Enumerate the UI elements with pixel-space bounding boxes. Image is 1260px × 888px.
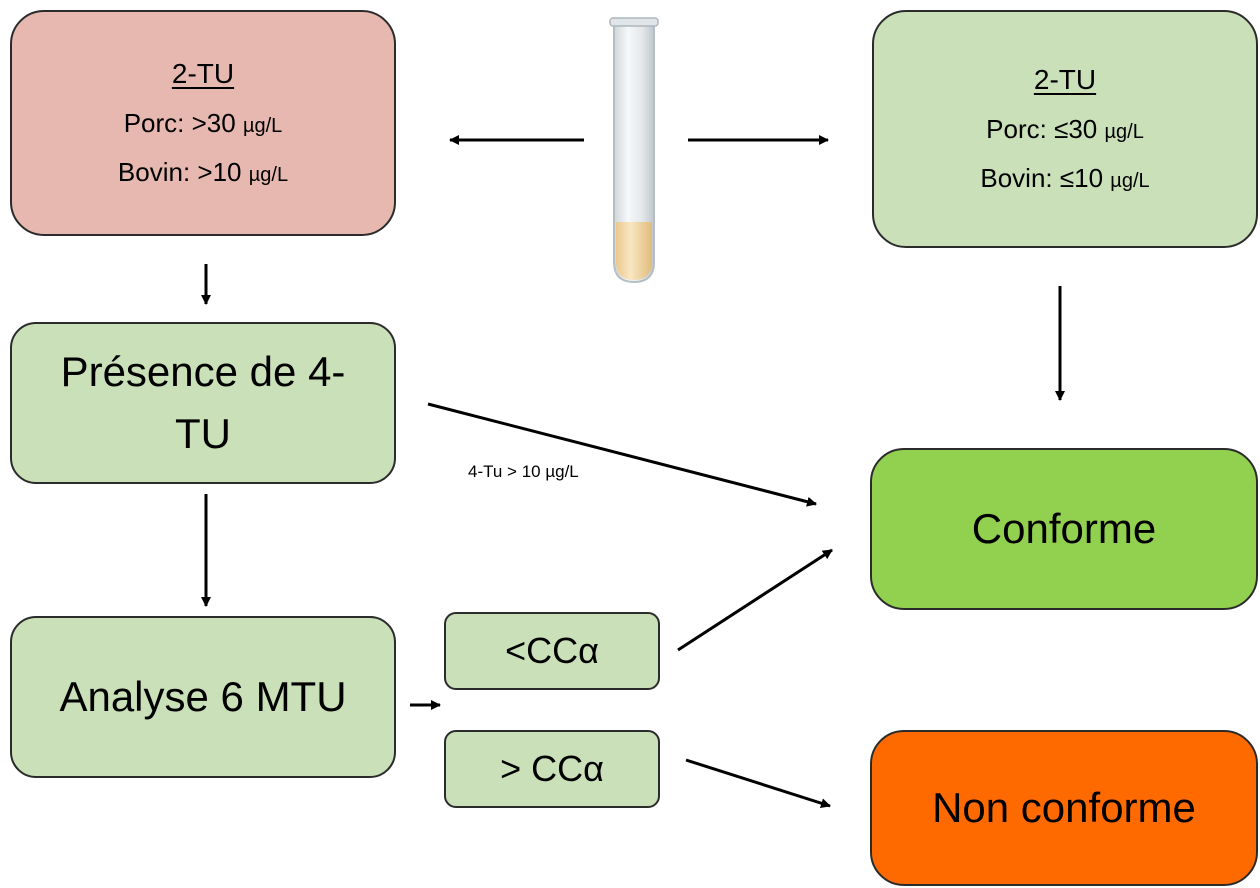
test-tube-icon bbox=[609, 17, 659, 284]
porc-label: Porc: bbox=[123, 108, 185, 138]
box-2tu-below-threshold: 2-TU Porc: ≤30 µg/L Bovin: ≤10 µg/L bbox=[872, 10, 1258, 248]
arrow-below-cca-to-conforme bbox=[677, 548, 833, 652]
porc-value: >30 bbox=[191, 108, 236, 138]
box-title: 2-TU bbox=[171, 58, 235, 89]
porc-label: Porc: bbox=[986, 114, 1047, 144]
box-presence-4tu: Présence de 4- TU bbox=[10, 322, 396, 484]
porc-threshold: Porc: ≤30 µg/L bbox=[986, 114, 1144, 145]
porc-threshold: Porc: >30 µg/L bbox=[124, 108, 283, 139]
below-cca-label: <CCα bbox=[505, 630, 599, 671]
bovin-threshold: Bovin: >10 µg/L bbox=[118, 157, 288, 188]
presence-line1: Présence de 4- bbox=[60, 348, 346, 395]
annotation-4tu-threshold: 4-Tu > 10 µg/L bbox=[468, 462, 579, 481]
non-conforme-label: Non conforme bbox=[932, 784, 1196, 831]
bovin-label: Bovin: bbox=[117, 157, 191, 187]
box-title: 2-TU bbox=[1033, 64, 1097, 95]
arrow-above-cca-to-non-conforme bbox=[685, 758, 831, 809]
bovin-value: >10 bbox=[197, 157, 242, 187]
box-below-cca: <CCα bbox=[444, 612, 660, 690]
unit: µg/L bbox=[248, 164, 289, 186]
arrow-presence-to-conforme bbox=[427, 402, 817, 507]
above-cca-label: > CCα bbox=[500, 748, 604, 789]
bovin-label: Bovin: bbox=[980, 163, 1053, 193]
box-conforme: Conforme bbox=[870, 448, 1258, 610]
unit: µg/L bbox=[1104, 121, 1144, 143]
box-2tu-above-threshold: 2-TU Porc: >30 µg/L Bovin: >10 µg/L bbox=[10, 10, 396, 236]
bovin-value: ≤10 bbox=[1059, 163, 1104, 193]
unit: µg/L bbox=[242, 115, 283, 137]
conforme-label: Conforme bbox=[971, 505, 1157, 552]
analyse-label: Analyse 6 MTU bbox=[59, 673, 347, 720]
box-above-cca: > CCα bbox=[444, 730, 660, 808]
presence-line2: TU bbox=[175, 410, 231, 457]
box-analyse-6mtu: Analyse 6 MTU bbox=[10, 616, 396, 778]
box-non-conforme: Non conforme bbox=[870, 730, 1258, 886]
porc-value: ≤30 bbox=[1054, 114, 1098, 144]
unit: µg/L bbox=[1110, 170, 1150, 192]
bovin-threshold: Bovin: ≤10 µg/L bbox=[980, 163, 1149, 194]
